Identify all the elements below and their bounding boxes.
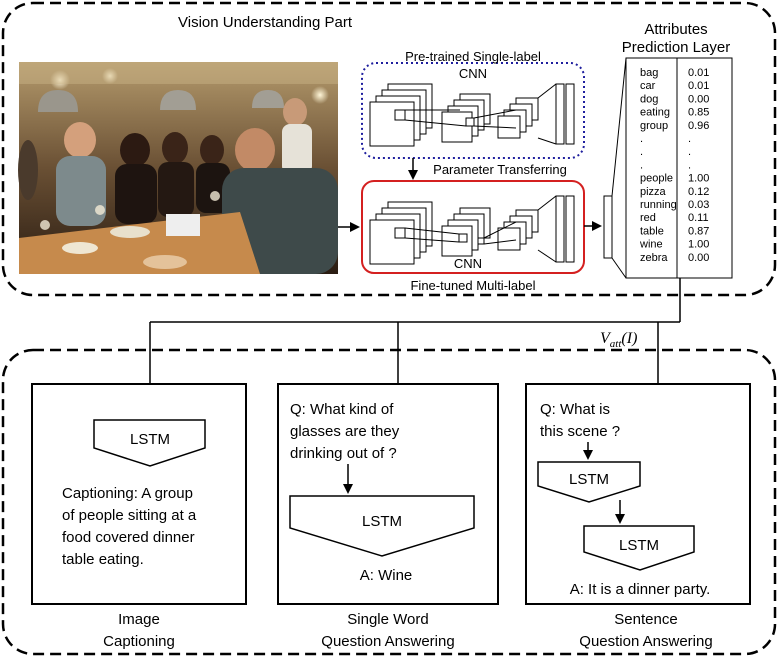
captioning-lstm-label: LSTM: [130, 431, 170, 448]
vatt-label: Vatt(I): [600, 330, 637, 350]
attribute-word: bag: [640, 67, 658, 79]
attribute-word: zebra: [640, 252, 668, 264]
attribute-value: .: [688, 146, 691, 158]
attribute-word: car: [640, 80, 656, 92]
single-word-lstm-label: LSTM: [362, 513, 402, 530]
sentence-lstm-2-label: LSTM: [619, 537, 659, 554]
attribute-value: 0.11: [688, 212, 709, 224]
attribute-value: .: [688, 133, 691, 145]
dinner-photo: [18, 62, 338, 274]
attribute-value: 0.01: [688, 67, 709, 79]
attributes-table: [625, 57, 733, 279]
tasks-region: [1, 348, 777, 656]
attribute-word: people: [640, 173, 673, 185]
attribute-value: 0.12: [688, 186, 709, 198]
attribute-word: .: [640, 159, 643, 171]
caption-line-3: food covered dinner: [62, 529, 195, 546]
attribute-value: 0.00: [688, 252, 709, 264]
sentence-footer-1: Sentence: [614, 611, 677, 628]
vision-part-region: [1, 1, 777, 297]
caption-line-4: table eating.: [62, 551, 144, 568]
sentence-lstm-2-shape: [583, 525, 695, 571]
attribute-value: 1.00: [688, 239, 709, 251]
attribute-value: .: [688, 159, 691, 171]
pretrained-cnn-box: [361, 62, 585, 159]
single-word-question-3: drinking out of ?: [290, 445, 397, 462]
attributes-rows: bag 0.01 car 0.01 dog 0.00 eating 0.85 group 0.96…: [639, 67, 709, 264]
svg-text:Vatt(I): Vatt(I): [600, 330, 637, 350]
cnn-top-diagram: [369, 83, 575, 147]
attribute-word: dog: [640, 93, 658, 105]
attribute-word: eating: [640, 107, 670, 119]
attribute-value: 0.01: [688, 80, 709, 92]
single-word-footer-1: Single Word: [347, 611, 428, 628]
attribute-word: .: [640, 133, 643, 145]
single-word-question-1: Q: What kind of: [290, 401, 394, 418]
sentence-lstm-1-label: LSTM: [569, 471, 609, 488]
finetuned-label: Fine-tuned Multi-label: [410, 278, 535, 293]
attributes-title-line1: Attributes: [644, 21, 707, 38]
pretrained-label: Pre-trained Single-label: [405, 49, 541, 64]
finetuned-cnn-box: [361, 180, 585, 274]
attribute-word: table: [640, 225, 664, 237]
sentence-footer-2: Question Answering: [579, 633, 712, 650]
attribute-word: red: [640, 212, 656, 224]
attribute-word: pizza: [640, 186, 667, 198]
attribute-value: 1.00: [688, 173, 709, 185]
cnn-bottom-diagram: [369, 195, 575, 265]
sentence-question-2: this scene ?: [540, 423, 620, 440]
sentence-answer: A: It is a dinner party.: [570, 581, 711, 598]
attribute-value: 0.87: [688, 225, 709, 237]
single-word-lstm-shape: [289, 495, 475, 557]
cnn-top-label: CNN: [459, 66, 487, 81]
single-word-footer-2: Question Answering: [321, 633, 454, 650]
attribute-value: 0.00: [688, 93, 709, 105]
sentence-lstm-1-shape: [537, 461, 641, 503]
attribute-word: wine: [639, 239, 663, 251]
prediction-bar: [603, 195, 613, 259]
single-word-answer: A: Wine: [360, 567, 413, 584]
captioning-lstm-shape: [93, 419, 206, 467]
attribute-word: .: [640, 146, 643, 158]
attribute-value: 0.03: [688, 199, 709, 211]
vision-part-title: Vision Understanding Part: [178, 14, 353, 31]
attribute-word: running: [640, 199, 677, 211]
attributes-title-line2: Prediction Layer: [622, 39, 730, 56]
attribute-word: group: [640, 120, 668, 132]
single-word-qa-box: [277, 383, 499, 605]
cnn-bottom-label: CNN: [454, 256, 482, 271]
attribute-value: 0.96: [688, 120, 709, 132]
transfer-label: Parameter Transferring: [433, 162, 567, 177]
attribute-value: 0.85: [688, 107, 709, 119]
caption-line-2: of people sitting at a: [62, 507, 197, 524]
caption-line-1: Captioning: A group: [62, 485, 193, 502]
single-word-question-2: glasses are they: [290, 423, 400, 440]
captioning-footer-2: Captioning: [103, 633, 175, 650]
sentence-question-1: Q: What is: [540, 401, 610, 418]
captioning-footer-1: Image: [118, 611, 160, 628]
